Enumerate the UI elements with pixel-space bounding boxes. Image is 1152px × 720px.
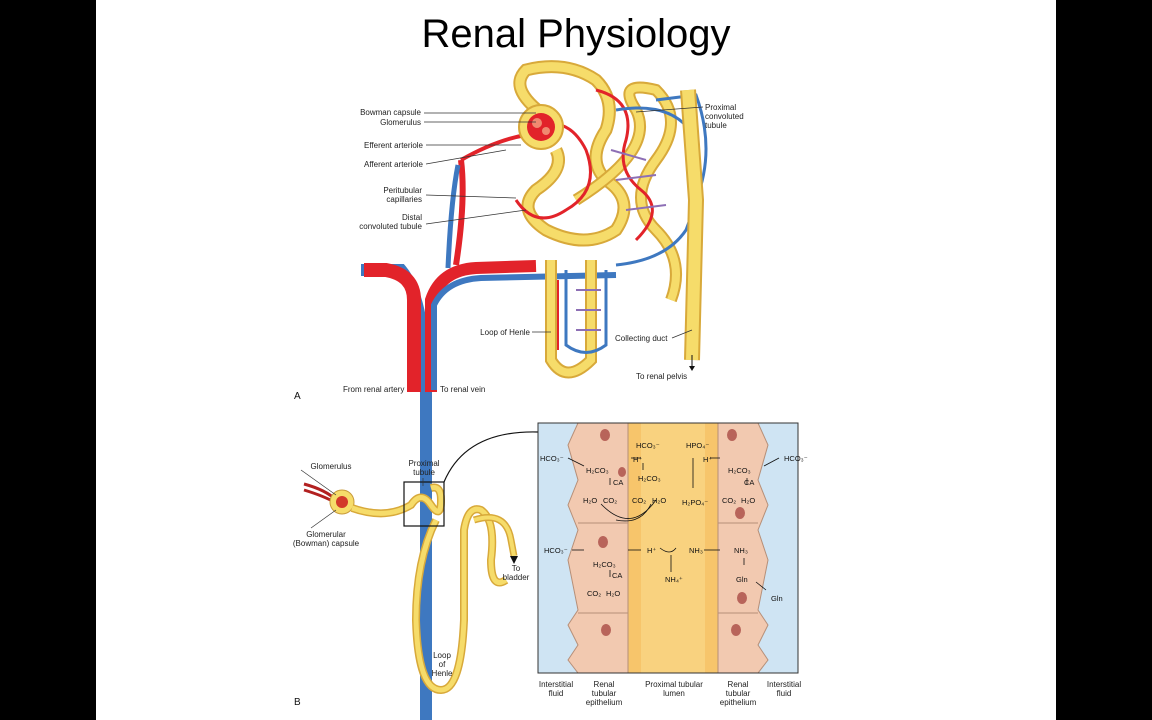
nucleus xyxy=(600,429,610,441)
chem-h-lumen-2: H⁺ xyxy=(703,455,713,464)
chem-h2o-2: H₂O xyxy=(606,589,621,598)
chem-hco3-right: HCO₃⁻ xyxy=(784,454,808,463)
label-afferent-arteriole: Afferent arteriole xyxy=(364,160,423,169)
label-epithelium-left: Renal tubular epithelium xyxy=(585,680,623,707)
chem-co2-right: CO₂ xyxy=(722,496,737,505)
chem-h2o-lumen: H₂O xyxy=(652,496,667,505)
chem-gln-out: Gln xyxy=(771,594,783,603)
label-bowman-capsule: Bowman capsule xyxy=(360,108,421,117)
chem-h2co3-lumen: H₂CO₃ xyxy=(638,474,661,483)
nephron-illustration xyxy=(300,60,799,720)
label-to-bladder: To bladder xyxy=(502,564,530,582)
chem-co2-lumen: CO₂ xyxy=(632,496,647,505)
chem-h2co3-right: H₂CO₃ xyxy=(728,466,751,475)
nucleus xyxy=(735,507,745,519)
label-peritubular-capillaries: Peritubular capillaries xyxy=(383,186,422,204)
chem-h2co3: H₂CO₃ xyxy=(586,466,609,475)
glomerulus xyxy=(527,113,555,141)
chem-hco3-lumen: HCO₃⁻ xyxy=(636,441,660,450)
label-interstitial-left: Interstitial fluid xyxy=(538,680,574,698)
chem-h2po4: H₂PO₄⁻ xyxy=(682,498,709,507)
label-efferent-arteriole: Efferent arteriole xyxy=(364,141,423,150)
slide: Renal Physiology xyxy=(96,0,1056,720)
label-interstitial-right: Interstitial fluid xyxy=(766,680,802,698)
chem-ca: CA xyxy=(613,478,624,487)
label-proximal-tubule: Proximal tubule xyxy=(408,459,440,477)
nucleus xyxy=(737,592,747,604)
chem-hpo4: HPO₄⁻ xyxy=(686,441,710,450)
chem-nh3-lumen: NH₃ xyxy=(689,546,703,555)
label-to-renal-pelvis: To renal pelvis xyxy=(636,372,688,381)
chem-h2o: H₂O xyxy=(583,496,598,505)
label-glomerulus: Glomerulus xyxy=(380,118,421,127)
label-from-renal-artery: From renal artery xyxy=(343,385,405,394)
label-collecting-duct: Collecting duct xyxy=(615,334,668,343)
chem-nh3-cell: NH₃ xyxy=(734,546,748,555)
nucleus xyxy=(731,624,741,636)
label-proximal-convoluted-tubule: Proximal convoluted tubule xyxy=(705,103,744,130)
label-loop-of-henle-b: Loop of Henle xyxy=(431,651,453,678)
nucleus xyxy=(601,624,611,636)
label-glomerular-capsule: Glomerular (Bowman) capsule xyxy=(292,530,360,548)
chem-nh4: NH₄⁺ xyxy=(665,575,683,584)
chem-hco3-2: HCO₃⁻ xyxy=(544,546,568,555)
panel-letter-b: B xyxy=(294,697,301,708)
nucleus xyxy=(618,467,626,477)
chem-hco3: HCO₃⁻ xyxy=(540,454,564,463)
right-epithelium xyxy=(717,422,769,674)
chem-h2o-right: H₂O xyxy=(741,496,756,505)
label-loop-of-henle: Loop of Henle xyxy=(480,328,530,337)
slide-title: Renal Physiology xyxy=(421,12,731,56)
label-glomerulus-b: Glomerulus xyxy=(310,462,352,471)
label-lumen: Proximal tubular lumen xyxy=(645,680,703,698)
chem-h2co3-2: H₂CO₃ xyxy=(593,560,616,569)
chem-ca-right: CA xyxy=(744,478,755,487)
chem-co2-2: CO₂ xyxy=(587,589,602,598)
chem-ca-2: CA xyxy=(612,571,623,580)
cell-diagram xyxy=(537,422,799,674)
chem-gln-cell: Gln xyxy=(736,575,748,584)
chem-h-lumen-3: H⁺ xyxy=(647,546,657,555)
left-epithelium xyxy=(567,422,629,674)
renal-artery xyxy=(364,263,421,392)
label-distal-convoluted-tubule: Distal convoluted tubule xyxy=(359,213,422,231)
label-to-renal-vein: To renal vein xyxy=(440,385,486,394)
label-epithelium-right: Renal tubular epithelium xyxy=(719,680,757,707)
nucleus xyxy=(598,536,608,548)
chem-h-lumen: H⁺ xyxy=(633,455,643,464)
chem-co2: CO₂ xyxy=(603,496,618,505)
nucleus xyxy=(727,429,737,441)
panel-letter-a: A xyxy=(294,391,301,402)
zoom-box xyxy=(403,481,445,527)
